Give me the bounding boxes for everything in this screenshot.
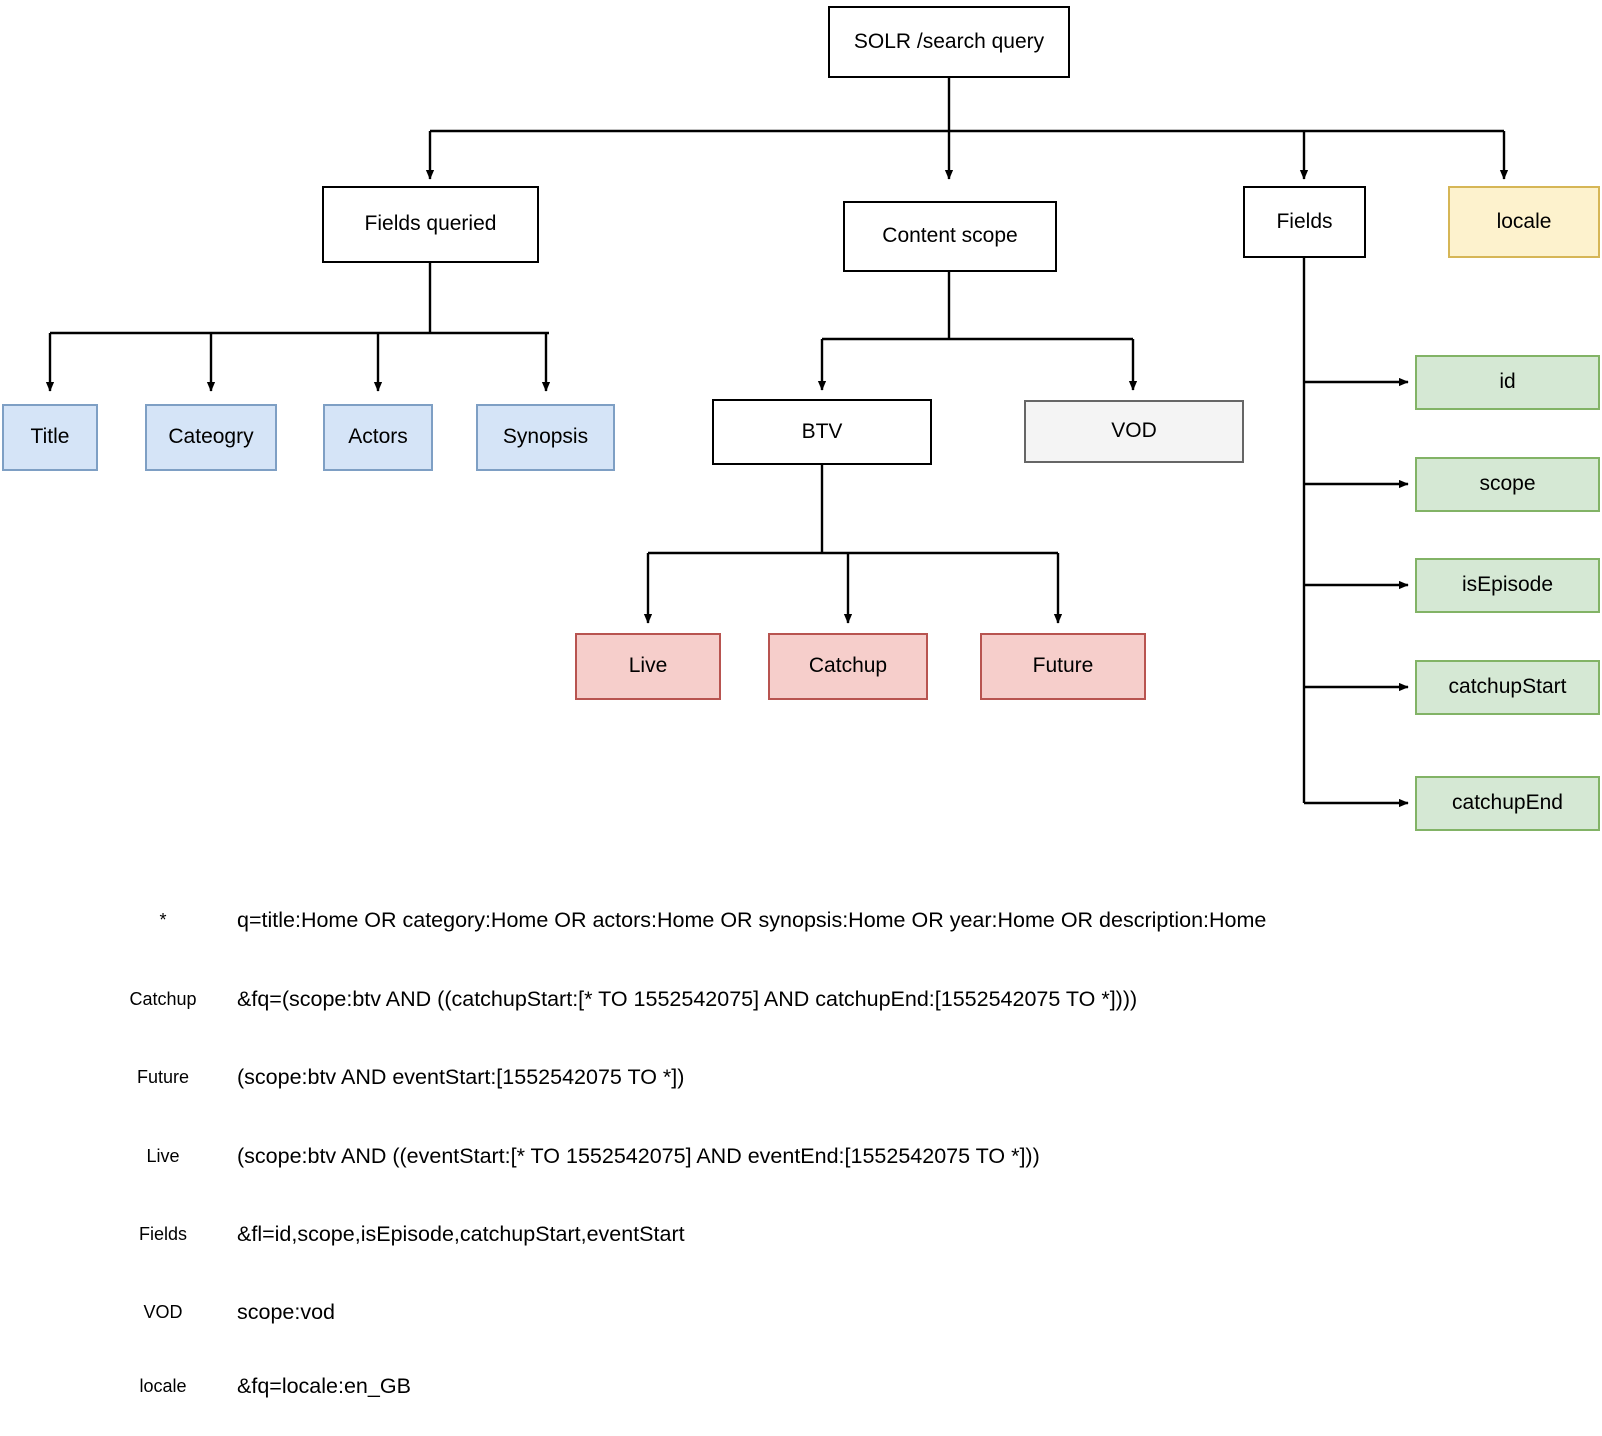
node-solr-search-query[interactable]: SOLR /search query: [828, 6, 1070, 78]
node-field-scope[interactable]: scope: [1415, 457, 1600, 512]
legend-text: (scope:btv AND ((eventStart:[* TO 155254…: [237, 1143, 1040, 1168]
legend-row: * q=title:Home OR category:Home OR actor…: [118, 901, 1266, 939]
legend-swatch-label: locale: [139, 1375, 187, 1396]
node-label: id: [1499, 370, 1516, 394]
node-fields[interactable]: Fields: [1243, 186, 1366, 258]
node-catchup[interactable]: Catchup: [768, 633, 928, 700]
node-label: Synopsis: [502, 425, 589, 449]
legend-swatch-label: *: [159, 909, 167, 930]
legend-row: Live (scope:btv AND ((eventStart:[* TO 1…: [118, 1137, 1040, 1175]
node-label: locale: [1496, 209, 1552, 233]
legend-swatch-label: Live: [146, 1145, 180, 1166]
legend-swatch-label: Catchup: [129, 988, 197, 1009]
legend-text: &fq=locale:en_GB: [237, 1373, 411, 1398]
legend-swatch-label: VOD: [143, 1301, 183, 1322]
node-label: SOLR /search query: [853, 29, 1045, 53]
node-label: Title: [30, 425, 70, 449]
node-label: Future: [1032, 654, 1094, 678]
node-label: Cateogry: [168, 425, 254, 449]
node-label: Actors: [348, 425, 408, 449]
node-label: scope: [1479, 472, 1536, 496]
legend-text: (scope:btv AND eventStart:[1552542075 TO…: [237, 1064, 685, 1089]
legend-text: q=title:Home OR category:Home OR actors:…: [237, 907, 1267, 932]
legend-swatch-fields: Fields: [118, 1215, 208, 1253]
node-actors[interactable]: Actors: [323, 404, 433, 471]
node-live[interactable]: Live: [575, 633, 721, 700]
node-future[interactable]: Future: [980, 633, 1146, 700]
node-field-catchupend[interactable]: catchupEnd: [1415, 776, 1600, 831]
node-cateogry[interactable]: Cateogry: [145, 404, 277, 471]
legend-swatch-label: Fields: [138, 1223, 187, 1244]
node-vod[interactable]: VOD: [1024, 400, 1244, 463]
legend-row: Fields &fl=id,scope,isEpisode,catchupSta…: [118, 1215, 685, 1253]
legend-swatch-vod: VOD: [118, 1293, 208, 1331]
node-field-catchupstart[interactable]: catchupStart: [1415, 660, 1600, 715]
node-field-isepisode[interactable]: isEpisode: [1415, 558, 1600, 613]
node-field-id[interactable]: id: [1415, 355, 1600, 410]
node-btv[interactable]: BTV: [712, 399, 932, 465]
node-label: catchupStart: [1448, 675, 1567, 699]
legend-text: &fl=id,scope,isEpisode,catchupStart,even…: [237, 1221, 685, 1246]
node-label: Fields: [1276, 209, 1333, 233]
legend-row: locale &fq=locale:en_GB: [118, 1367, 411, 1405]
node-label: BTV: [801, 419, 843, 443]
legend-swatch-future: Future: [118, 1058, 208, 1096]
node-synopsis[interactable]: Synopsis: [476, 404, 615, 471]
node-label: Fields queried: [364, 212, 497, 236]
legend-swatch-catchup: Catchup: [118, 980, 208, 1018]
legend-swatch-all-fields: *: [118, 901, 208, 939]
node-label: Content scope: [882, 224, 1018, 248]
node-fields-queried[interactable]: Fields queried: [322, 186, 539, 263]
legend-row: Future (scope:btv AND eventStart:[155254…: [118, 1058, 684, 1096]
node-label: VOD: [1111, 419, 1157, 443]
legend-text: &fq=(scope:btv AND ((catchupStart:[* TO …: [237, 986, 1138, 1011]
node-locale[interactable]: locale: [1448, 186, 1600, 258]
legend-swatch-label: Future: [136, 1066, 190, 1087]
node-label: catchupEnd: [1452, 791, 1563, 815]
legend-swatch-live: Live: [118, 1137, 208, 1175]
legend-row: Catchup &fq=(scope:btv AND ((catchupStar…: [118, 980, 1137, 1018]
legend-swatch-locale: locale: [118, 1367, 208, 1405]
legend-row: VOD scope:vod: [118, 1293, 335, 1331]
node-title[interactable]: Title: [2, 404, 98, 471]
node-label: Catchup: [808, 654, 888, 678]
legend-text: scope:vod: [237, 1299, 336, 1324]
node-content-scope[interactable]: Content scope: [843, 201, 1057, 272]
node-label: isEpisode: [1461, 573, 1554, 597]
node-label: Live: [628, 654, 668, 678]
